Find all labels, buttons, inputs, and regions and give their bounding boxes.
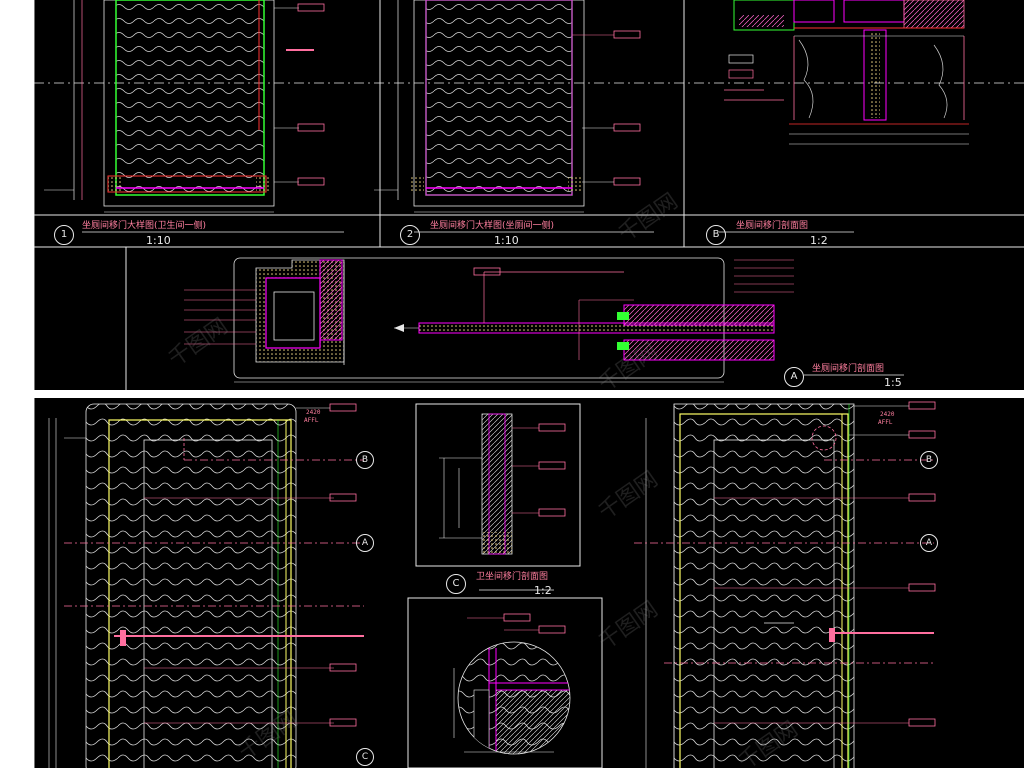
callout-c-left: C bbox=[356, 748, 374, 766]
door-elevation-1 bbox=[44, 0, 325, 213]
drawing-scale-1: 1:10 bbox=[146, 234, 171, 247]
detail-number-c: C bbox=[446, 574, 466, 594]
level-sub-right: AFFL bbox=[878, 419, 893, 426]
drawing-title-c: 卫坐间移门剖面图 bbox=[476, 572, 549, 582]
detail-number-a: A bbox=[784, 367, 804, 387]
top-drawing-svg bbox=[34, 0, 1024, 390]
callout-b-left: B bbox=[356, 451, 374, 469]
door-elevation-right bbox=[634, 401, 936, 768]
level-sub-left: AFFL bbox=[304, 417, 319, 424]
level-mark-left: 2420 bbox=[306, 409, 321, 416]
drawing-title-1: 坐厕间移门大样图(卫生间一侧) bbox=[82, 221, 207, 231]
section-c-detail bbox=[415, 403, 581, 591]
drawing-scale-a: 1:5 bbox=[884, 376, 902, 389]
callout-a-left: A bbox=[356, 534, 374, 552]
corner-detail-enlarged bbox=[407, 597, 603, 768]
drawing-title-b: 坐厕间移门剖面图 bbox=[736, 221, 809, 231]
bottom-drawing-panel: B A C B A 2420 AFFL 2420 AFFL C 卫坐间移门剖面图… bbox=[34, 398, 1024, 768]
drawing-scale-c: 1:2 bbox=[534, 584, 552, 597]
section-b-detail bbox=[724, 0, 969, 145]
door-elevation-2 bbox=[374, 0, 641, 213]
detail-number-1: 1 bbox=[54, 225, 74, 245]
door-elevation-left bbox=[48, 403, 364, 768]
top-drawing-panel: 1 坐厕间移门大样图(卫生间一侧) 1:10 2 坐厕间移门大样图(坐厕间一侧)… bbox=[34, 0, 1024, 390]
detail-number-b: B bbox=[706, 225, 726, 245]
drawing-scale-b: 1:2 bbox=[810, 234, 828, 247]
level-mark-right: 2420 bbox=[880, 411, 895, 418]
drawing-title-2: 坐厕间移门大样图(坐厕间一侧) bbox=[430, 221, 555, 231]
section-a-plan bbox=[184, 257, 904, 383]
bottom-drawing-svg bbox=[34, 398, 936, 768]
callout-b-right: B bbox=[920, 451, 938, 469]
drawing-title-a: 坐厕间移门剖面图 bbox=[812, 364, 885, 374]
detail-number-2: 2 bbox=[400, 225, 420, 245]
callout-a-right: A bbox=[920, 534, 938, 552]
drawing-scale-2: 1:10 bbox=[494, 234, 519, 247]
